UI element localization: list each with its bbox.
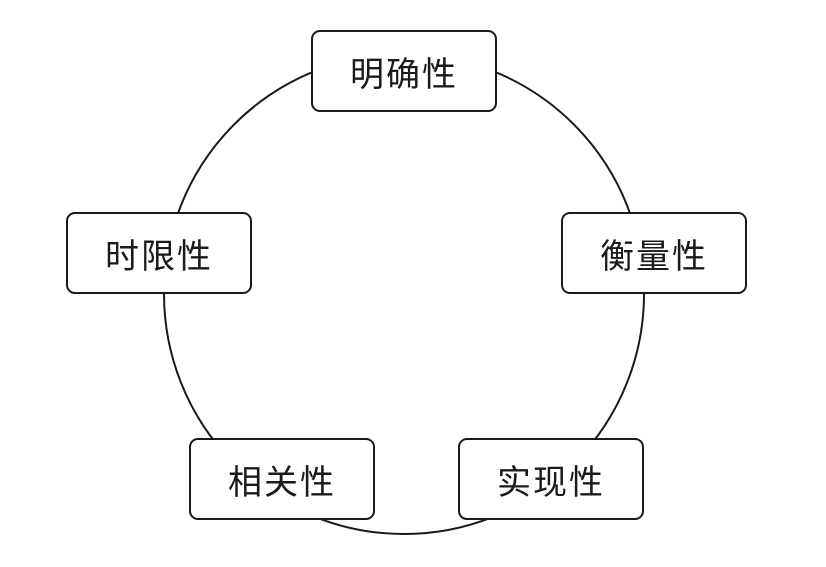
node-measurability-label: 衡量性 [600, 236, 708, 277]
node-clarity-label: 明确性 [350, 54, 458, 95]
node-relevance: 相关性 [189, 438, 375, 520]
node-time-bound: 时限性 [66, 212, 252, 294]
node-clarity: 明确性 [311, 30, 497, 112]
node-relevance-label: 相关性 [228, 462, 336, 503]
node-achievability-label: 实现性 [497, 462, 605, 503]
node-measurability: 衡量性 [561, 212, 747, 294]
node-achievability: 实现性 [458, 438, 644, 520]
node-time-bound-label: 时限性 [105, 236, 213, 277]
